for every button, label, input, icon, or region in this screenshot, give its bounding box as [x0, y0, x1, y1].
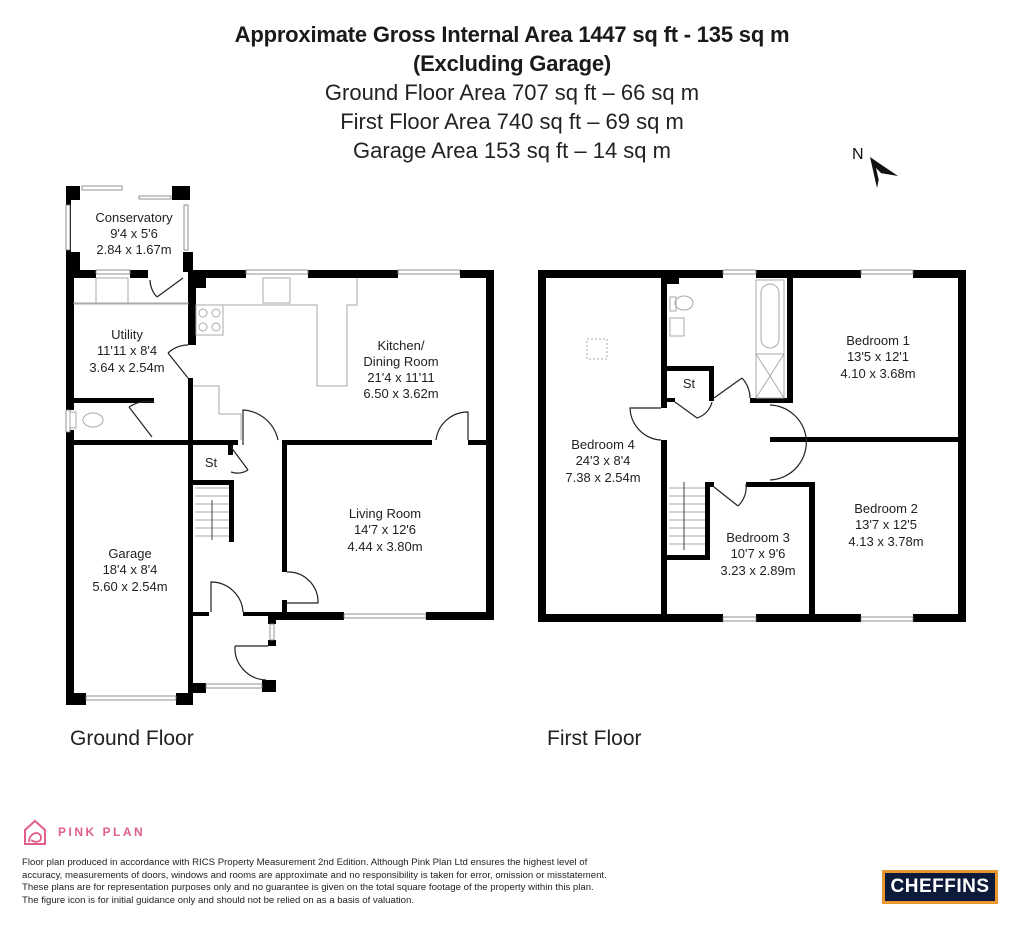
room-store-name: St: [205, 455, 218, 470]
room-bedroom1-name: Bedroom 1: [846, 333, 910, 348]
first-floor-label: First Floor: [547, 727, 642, 750]
compass-label: N: [852, 146, 864, 163]
ground-floor-area: Ground Floor Area 707 sq ft – 66 sq m: [324, 80, 700, 105]
room-conservatory-metric: 2.84 x 1.67m: [96, 242, 171, 257]
room-kitchen-metric: 6.50 x 3.62m: [363, 386, 438, 401]
room-garage-name: Garage: [108, 546, 151, 561]
room-conservatory-imperial: 9'4 x 5'6: [110, 226, 158, 241]
room-bedroom3-metric: 3.23 x 2.89m: [720, 563, 795, 578]
first-floor-plan: [538, 269, 966, 622]
first-floor-area: First Floor Area 740 sq ft – 69 sq m: [340, 109, 684, 134]
area-summary: Approximate Gross Internal Area 1447 sq …: [0, 20, 1024, 165]
garage-area: Garage Area 153 sq ft – 14 sq m: [353, 138, 671, 163]
room-bedroom2-name: Bedroom 2: [854, 501, 918, 516]
room-conservatory-name: Conservatory: [95, 210, 173, 225]
room-utility-imperial: 11'11 x 8'4: [97, 343, 157, 358]
room-garage-metric: 5.60 x 2.54m: [92, 579, 167, 594]
room-bedroom1-metric: 4.10 x 3.68m: [840, 366, 915, 381]
room-bedroom2-metric: 4.13 x 3.78m: [848, 534, 923, 549]
room-garage-imperial: 18'4 x 8'4: [103, 562, 158, 577]
room-landing-store-name: St: [683, 376, 696, 391]
pink-plan-brand: PINK PLAN: [58, 825, 146, 839]
room-bedroom3-name: Bedroom 3: [726, 530, 790, 545]
room-living-metric: 4.44 x 3.80m: [347, 539, 422, 554]
room-living-imperial: 14'7 x 12'6: [354, 522, 416, 537]
room-bedroom4-name: Bedroom 4: [571, 437, 635, 452]
pink-plan-logo: PINK PLAN: [22, 818, 145, 846]
ground-floor-doors: [128, 277, 469, 681]
room-utility-name: Utility: [111, 327, 143, 342]
ground-floor-labels: Conservatory 9'4 x 5'6 2.84 x 1.67m Util…: [89, 210, 438, 594]
cheffins-logo: CHEFFINS: [882, 870, 998, 904]
excluding-garage-note: (Excluding Garage): [412, 51, 612, 76]
disclaimer-text: Floor plan produced in accordance with R…: [22, 857, 607, 906]
first-floor-fixtures: [586, 279, 785, 550]
north-arrow-icon: N: [850, 143, 910, 193]
room-kitchen-name: Kitchen/: [378, 338, 425, 353]
gross-area-title: Approximate Gross Internal Area 1447 sq …: [234, 22, 790, 47]
room-kitchen-imperial: 21'4 x 11'11: [367, 370, 434, 385]
room-kitchen-name2: Dining Room: [363, 354, 438, 369]
room-bedroom1-imperial: 13'5 x 12'1: [847, 349, 909, 364]
room-bedroom2-imperial: 13'7 x 12'5: [855, 517, 917, 532]
room-bedroom4-metric: 7.38 x 2.54m: [565, 470, 640, 485]
pink-plan-house-icon: [24, 819, 46, 845]
ground-floor-label: Ground Floor: [70, 727, 194, 750]
room-bedroom3-imperial: 10'7 x 9'6: [731, 546, 786, 561]
room-utility-metric: 3.64 x 2.54m: [89, 360, 164, 375]
ground-floor-fixtures: [69, 277, 358, 540]
first-floor-labels: Bedroom 1 13'5 x 12'1 4.10 x 3.68m Bedro…: [565, 333, 923, 578]
first-floor-doors: [629, 377, 807, 507]
room-bedroom4-imperial: 24'3 x 8'4: [576, 453, 631, 468]
room-living-name: Living Room: [349, 506, 421, 521]
ground-floor-plan: [65, 185, 494, 705]
